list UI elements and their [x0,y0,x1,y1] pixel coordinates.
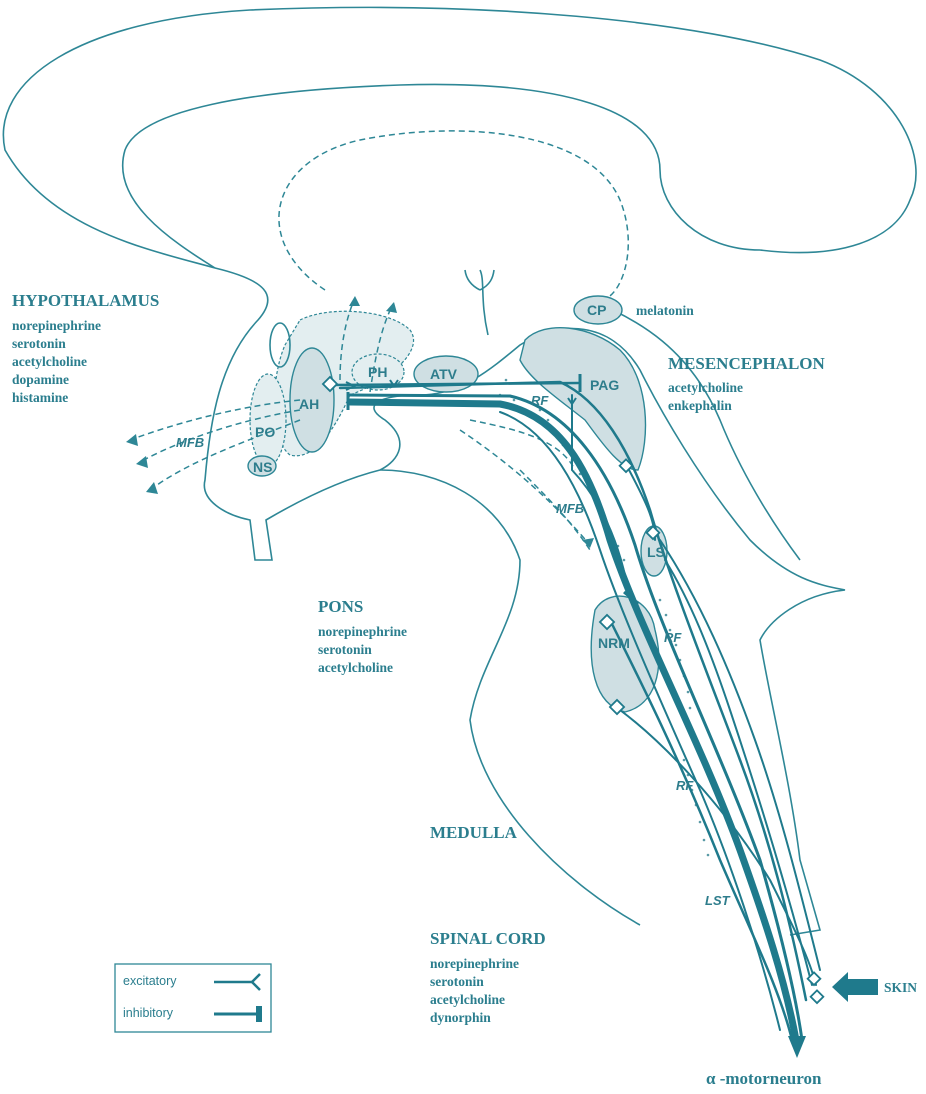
nrm-label: NRM [598,635,630,651]
spinal-cord-chem-1: norepinephrine [430,956,519,971]
spinal-cord-chem-2: serotonin [430,974,484,989]
legend-inhibitory-label: inhibitory [123,1006,174,1020]
pag-label: PAG [590,377,619,393]
nrm-nucleus [591,596,659,712]
skin-label: SKIN [884,980,917,995]
hypothalamus-chem-3: acetylcholine [12,354,87,369]
pons-chem-2: serotonin [318,642,372,657]
hypothalamus-title: HYPOTHALAMUS [12,291,159,310]
legend: excitatory inhibitory [115,964,271,1032]
rf-label-2: RF [664,630,682,645]
spinal-cord-chem-4: dynorphin [430,1010,491,1025]
motorneuron-label: α -motorneuron [706,1069,822,1088]
cortex-outline [3,7,916,268]
medulla-title: MEDULLA [430,823,518,842]
pons-chem-1: norepinephrine [318,624,407,639]
rf-label-3: RF [676,778,694,793]
melatonin-label: melatonin [636,303,694,318]
hypothalamus-chem-4: dopamine [12,372,69,387]
rf-label-1: RF [531,393,549,408]
ls-label: LS [647,544,665,560]
spinal-cord-title: SPINAL CORD [430,929,546,948]
atv-label: ATV [430,366,458,382]
motorneuron-arrowhead [788,1036,806,1058]
ns-label: NS [253,459,272,475]
pons-chem-3: acetylcholine [318,660,393,675]
pons-outline [380,470,640,925]
ph-label: PH [368,364,387,380]
ah-label: AH [299,396,319,412]
po-label: PO [255,424,275,440]
mesencephalon-chem-1: acetylcholine [668,380,743,395]
pons-title: PONS [318,597,363,616]
hypothalamus-chem-2: serotonin [12,336,66,351]
hypothalamus-chem-1: norepinephrine [12,318,101,333]
lst-label: LST [705,893,731,908]
atv-to-cp-tract [465,270,494,335]
ventricle-dashed-outline [279,131,628,300]
spinal-cord-chem-3: acetylcholine [430,992,505,1007]
skin-arrow [832,972,878,1002]
mesencephalon-title: MESENCEPHALON [668,354,826,373]
cp-label: CP [587,302,606,318]
legend-excitatory-label: excitatory [123,974,177,988]
main-tract-thick [350,402,796,1040]
hypothalamus-chem-5: histamine [12,390,68,405]
mfb-label-2: MFB [556,501,584,516]
corpus-callosum-outline [123,84,760,268]
mfb-label-1: MFB [176,435,204,450]
mesencephalon-chem-2: enkephalin [668,398,732,413]
